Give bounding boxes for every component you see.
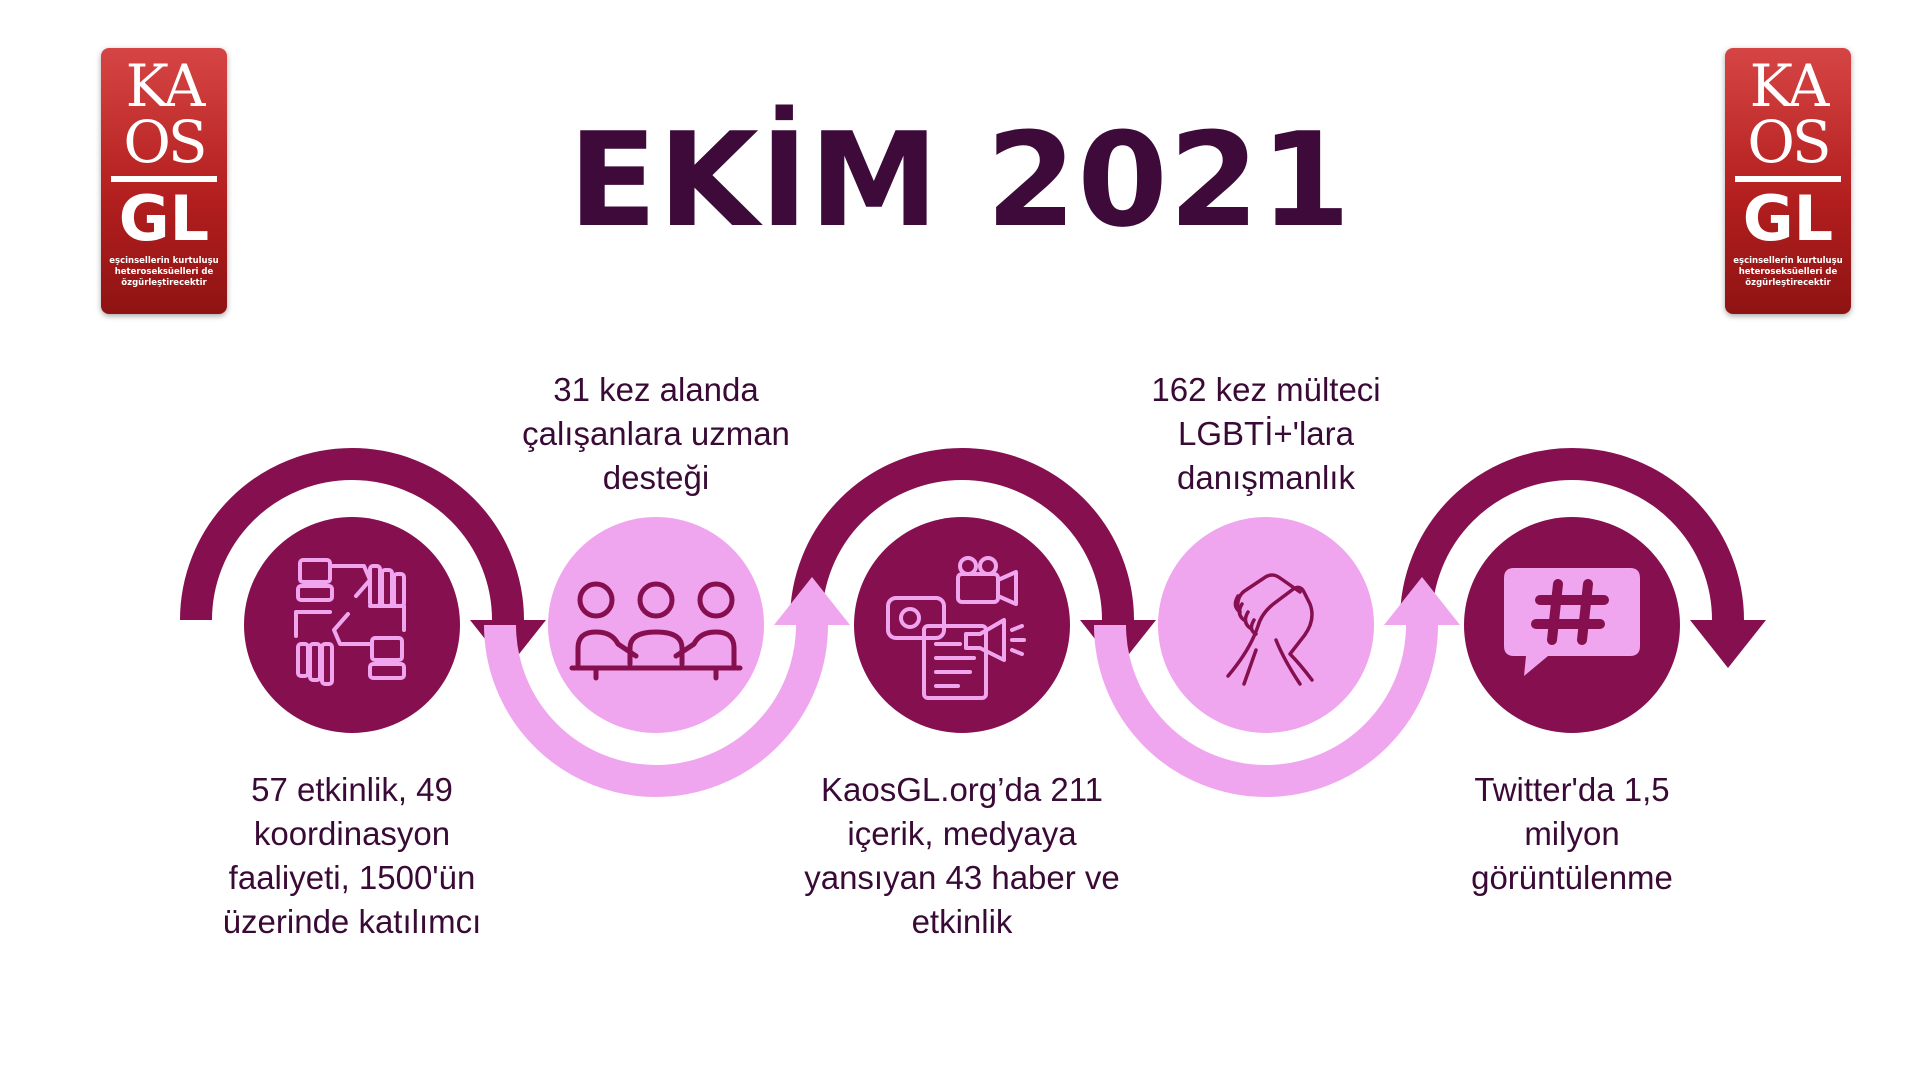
hashtag-bubble-icon [1504, 568, 1640, 676]
logo-text-gl: GL [118, 182, 210, 255]
caption-line: 162 kez mülteci [1151, 371, 1381, 408]
kaosgl-logo-right: KA OS GL eşcinsellerin kurtuluşu heteros… [1725, 48, 1851, 314]
step-circle-1 [244, 517, 460, 733]
logo-text-os: OS [123, 108, 207, 176]
caption-line: KaosGL.org’da 211 [821, 771, 1103, 808]
arrowhead-2 [774, 577, 850, 625]
caption-line: 57 etkinlik, 49 [251, 771, 453, 808]
caption-line: desteği [602, 459, 710, 496]
logo-text-gl: GL [1742, 182, 1834, 255]
step-caption-4: 162 kez mülteci LGBTİ+'lara danışmanlık [1106, 368, 1426, 500]
step-caption-5: Twitter'da 1,5 milyon görüntülenme [1412, 768, 1732, 900]
caption-line: etkinlik [911, 903, 1013, 940]
handshake-icon [1226, 573, 1314, 686]
arc-top-1 [180, 448, 524, 621]
logo-text-ka: KA [1749, 52, 1830, 120]
logo-tagline-line: eşcinsellerin kurtuluşu [1733, 256, 1843, 266]
caption-line: faaliyeti, 1500'ün [228, 859, 476, 896]
logo-divider [111, 176, 217, 182]
caption-line: görüntülenme [1471, 859, 1673, 896]
caption-line: 31 kez alanda [553, 371, 759, 408]
caption-line: milyon [1524, 815, 1620, 852]
step-circle-2 [548, 517, 764, 733]
caption-line: Twitter'da 1,5 [1474, 771, 1670, 808]
logo-divider [1735, 176, 1841, 182]
logo-tagline-line: heteroseksüelleri de [1738, 267, 1838, 277]
media-content-icon [886, 556, 1026, 700]
step-caption-2: 31 kez alanda çalışanlara uzman desteği [496, 368, 816, 500]
logo-tagline-line: özgürleştirecektir [121, 278, 207, 288]
kaosgl-logo-left: KA OS GL eşcinsellerin kurtuluşu heteros… [101, 48, 227, 314]
step-caption-3: KaosGL.org’da 211 içerik, medyaya yansıy… [792, 768, 1132, 944]
logo-tagline-line: eşcinsellerin kurtuluşu [109, 256, 219, 266]
meeting-people-icon [569, 581, 743, 681]
step-caption-1: 57 etkinlik, 49 koordinasyon faaliyeti, … [192, 768, 512, 944]
caption-line: yansıyan 43 haber ve [804, 859, 1120, 896]
logo-text-ka: KA [125, 52, 206, 120]
arc-bottom-4 [1094, 624, 1438, 797]
logo-tagline-line: özgürleştirecektir [1745, 278, 1831, 288]
caption-line: koordinasyon [253, 815, 451, 852]
logo-tagline-line: heteroseksüelleri de [114, 267, 214, 277]
caption-line: içerik, medyaya [847, 815, 1077, 852]
caption-line: danışmanlık [1177, 459, 1355, 496]
arrowhead-5 [1690, 620, 1766, 668]
step-circle-4 [1158, 517, 1374, 733]
caption-line: üzerinde katılımcı [222, 903, 482, 940]
arc-top-5 [1400, 448, 1744, 621]
logo-text-os: OS [1747, 108, 1831, 176]
arrowhead-4 [1384, 577, 1460, 625]
caption-line: LGBTİ+'lara [1178, 415, 1354, 452]
logo-tagline: eşcinsellerin kurtuluşu heteroseksüeller… [1725, 256, 1851, 289]
joined-hands-icon [294, 558, 406, 686]
caption-line: çalışanlara uzman [522, 415, 790, 452]
logo-tagline: eşcinsellerin kurtuluşu heteroseksüeller… [101, 256, 227, 289]
arc-top-3 [790, 448, 1134, 621]
arc-bottom-2 [484, 624, 828, 797]
page-title: EKİM 2021 [568, 104, 1352, 256]
